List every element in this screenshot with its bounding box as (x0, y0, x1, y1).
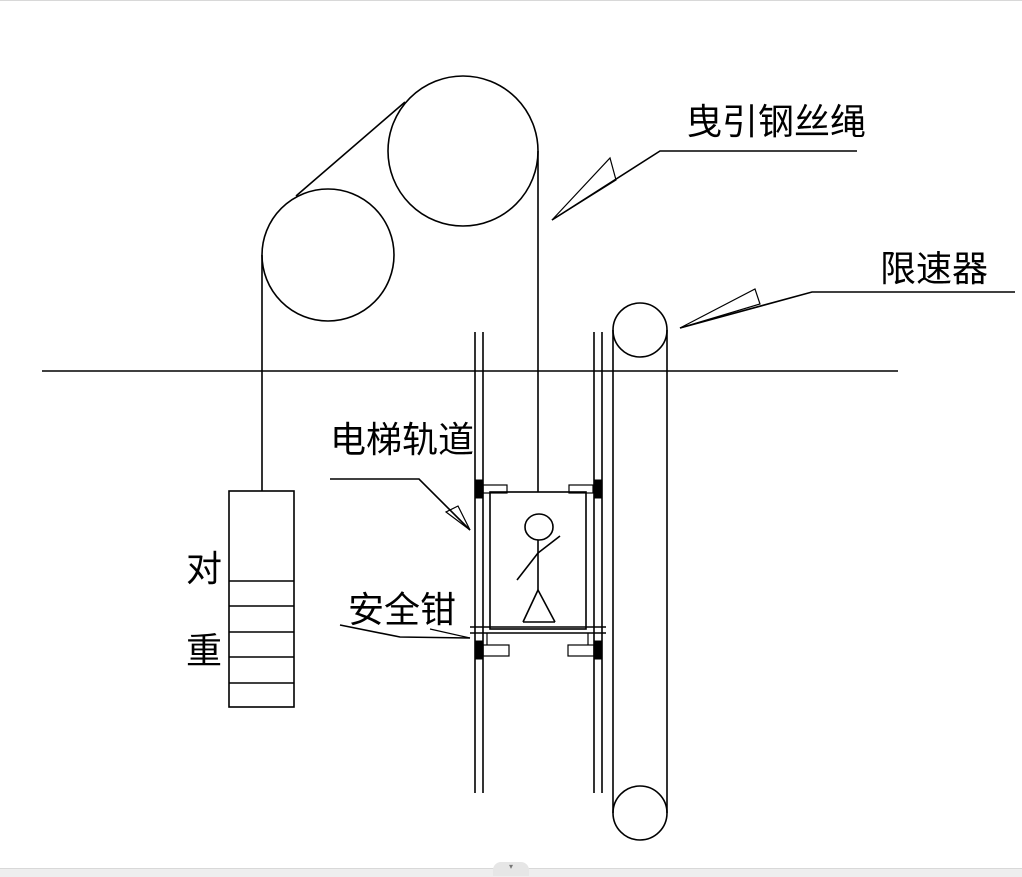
speed-governor-label: 限速器 (880, 249, 988, 290)
bottom-tab-chevron-down-icon[interactable]: ▾ (493, 862, 529, 876)
speed-governor-leader (679, 288, 1015, 329)
guide-rail-label: 电梯轨道 (330, 420, 474, 461)
safety-gear-leader (339, 624, 471, 639)
passenger-figure (516, 513, 561, 623)
guide-rail-leader (330, 478, 471, 531)
elevator-car (489, 491, 587, 630)
counterweight (228, 490, 295, 708)
guide-rail-left (474, 332, 484, 793)
traction-rope-label: 曳引钢丝绳 (686, 102, 866, 143)
counterweight-label-2: 重 (186, 631, 222, 672)
safety-gear-assembly (470, 626, 606, 660)
traction-rope-leader (551, 150, 857, 221)
page-top-edge (0, 0, 1022, 1)
deflector-sheave (261, 188, 395, 322)
counterweight-label-1: 对 (186, 549, 222, 590)
guide-shoes-top (475, 479, 602, 499)
guide-rail-right (593, 332, 603, 793)
speed-governor (612, 302, 668, 841)
traction-sheave (387, 75, 539, 227)
safety-gear-label: 安全钳 (348, 590, 456, 631)
rope-between-sheaves (295, 101, 406, 197)
